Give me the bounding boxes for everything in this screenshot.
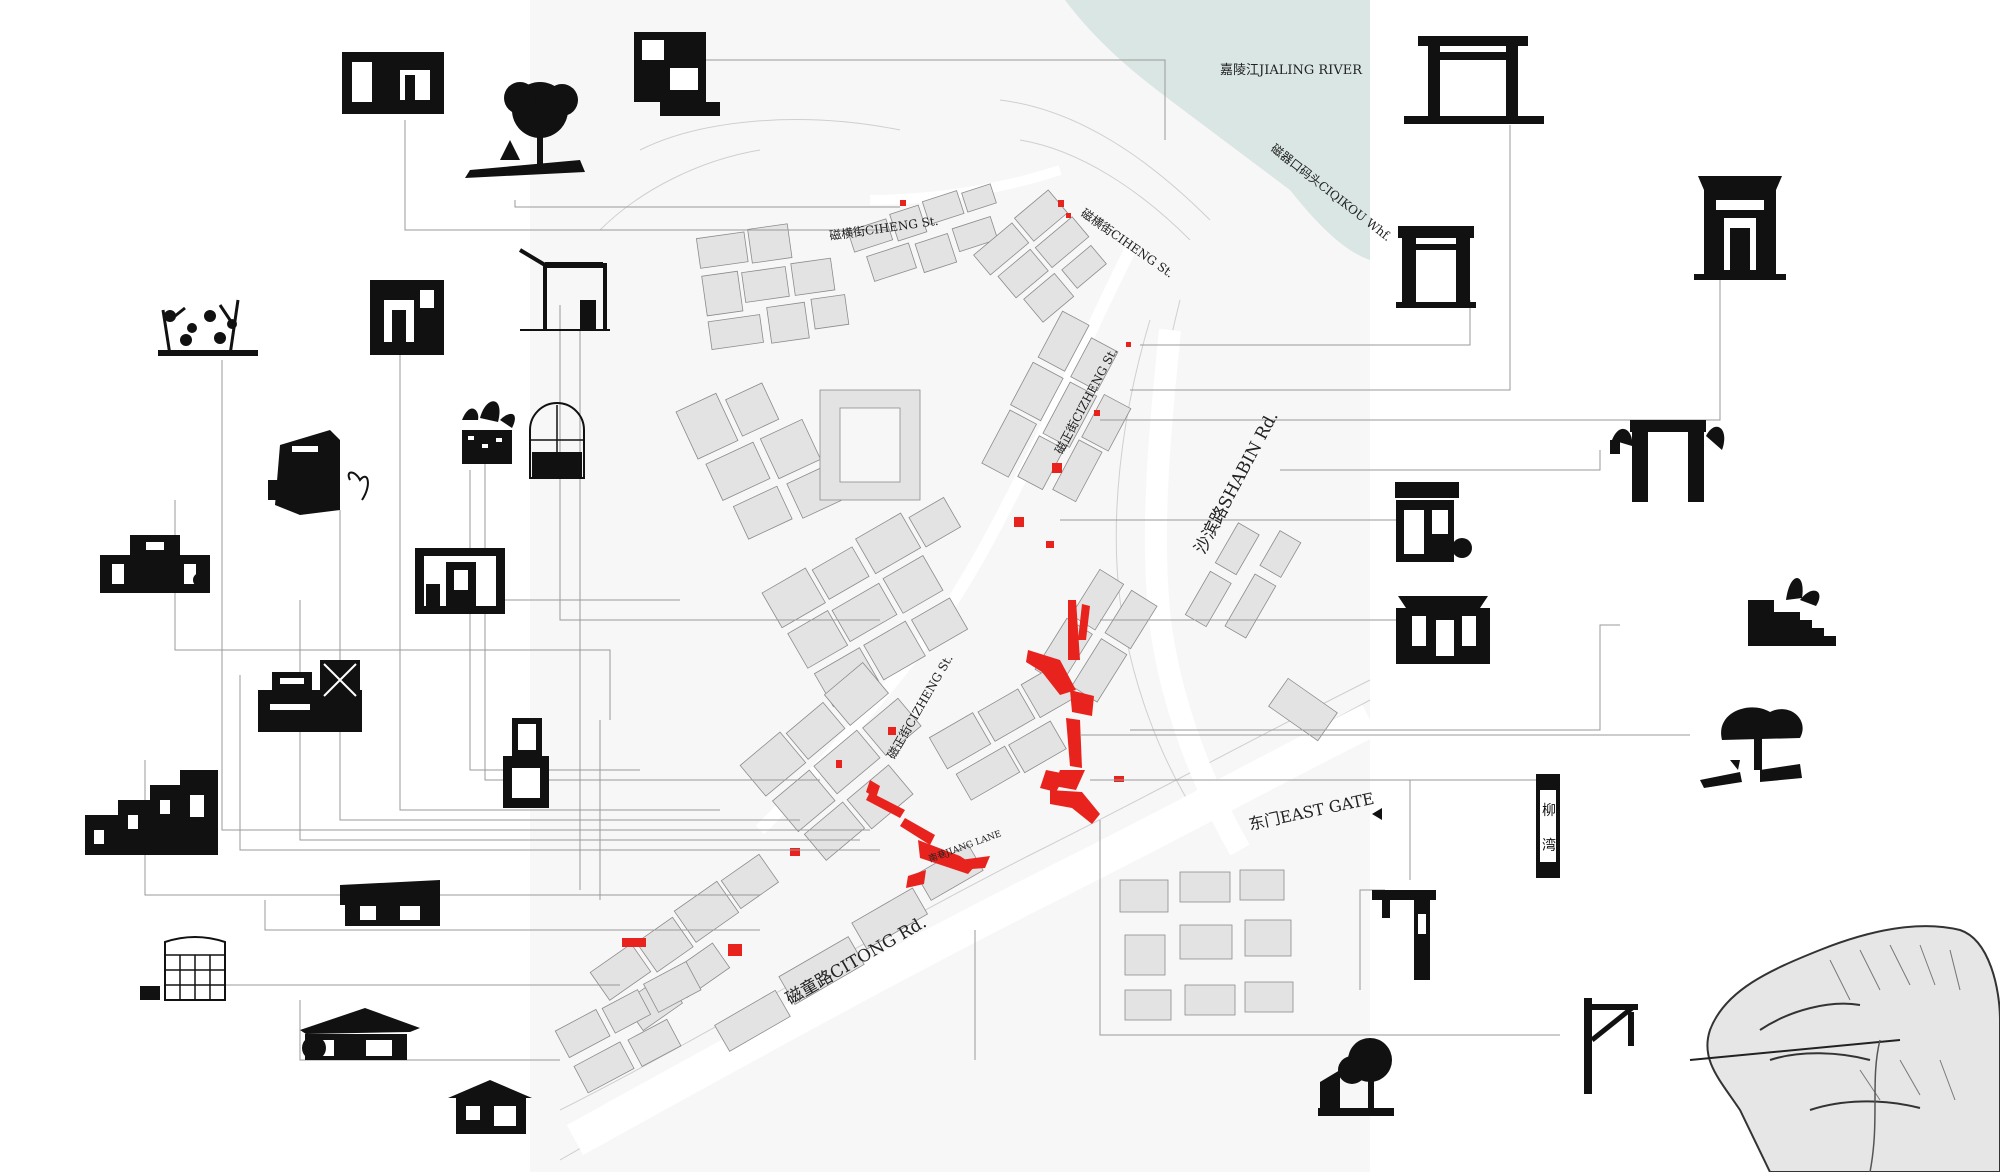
pergola-frame-icon bbox=[518, 248, 610, 331]
courtyard-gate-sketch-icon bbox=[342, 52, 444, 114]
shop-front-awning-icon bbox=[1395, 482, 1472, 562]
residential-blocks bbox=[1119, 869, 1294, 1021]
framed-entrance-icon bbox=[415, 548, 505, 614]
river-label: 嘉陵江JIALING RIVER bbox=[1220, 63, 1363, 78]
planted-gateway-icon bbox=[1610, 420, 1725, 502]
svg-text:湾: 湾 bbox=[1542, 837, 1556, 854]
intervention-sites bbox=[622, 200, 1131, 956]
vertical-sign-totem-icon bbox=[503, 718, 549, 808]
market-stall-icon bbox=[258, 660, 362, 732]
stepped-houses-icon bbox=[85, 770, 218, 855]
shopfront-elevation-icon bbox=[100, 535, 210, 593]
vertical-plaque-icon: 柳 湾 bbox=[1536, 774, 1560, 878]
traditional-building-icon bbox=[1396, 596, 1490, 664]
shop-front-sketch-icon bbox=[634, 32, 720, 116]
arched-trellis-icon bbox=[529, 402, 585, 479]
tea-house-icon bbox=[340, 880, 440, 926]
building-blocks bbox=[554, 183, 1338, 1094]
doorway-sketch-icon bbox=[370, 280, 444, 355]
pavilion-icon bbox=[300, 1008, 420, 1060]
east-gate-marker-icon bbox=[1372, 808, 1382, 820]
cabinet-elevation-icon bbox=[140, 936, 226, 1001]
ornate-gate-icon bbox=[1694, 176, 1786, 280]
tree-rock-garden-icon bbox=[465, 82, 585, 178]
archway-gate-icon bbox=[1396, 226, 1476, 308]
bonsai-tree-icon bbox=[1700, 707, 1803, 788]
hanging-sign-bracket-icon bbox=[1584, 998, 1638, 1094]
leader-lines bbox=[144, 59, 1721, 1061]
hand-needle-illustration-icon bbox=[1689, 925, 2000, 1172]
small-house-icon bbox=[448, 1080, 532, 1134]
flower-planters-icon bbox=[158, 299, 258, 356]
jialing-river bbox=[1065, 0, 1370, 260]
paifang-gate-icon bbox=[1404, 36, 1544, 124]
svg-text:柳: 柳 bbox=[1542, 802, 1556, 819]
tree-sculpture-icon bbox=[1318, 1038, 1394, 1116]
signboard-kiosk-icon bbox=[268, 430, 369, 515]
sign-pole-icon bbox=[1372, 890, 1436, 980]
stair-planter-icon bbox=[1748, 578, 1836, 646]
potted-plant-icon bbox=[462, 401, 515, 464]
